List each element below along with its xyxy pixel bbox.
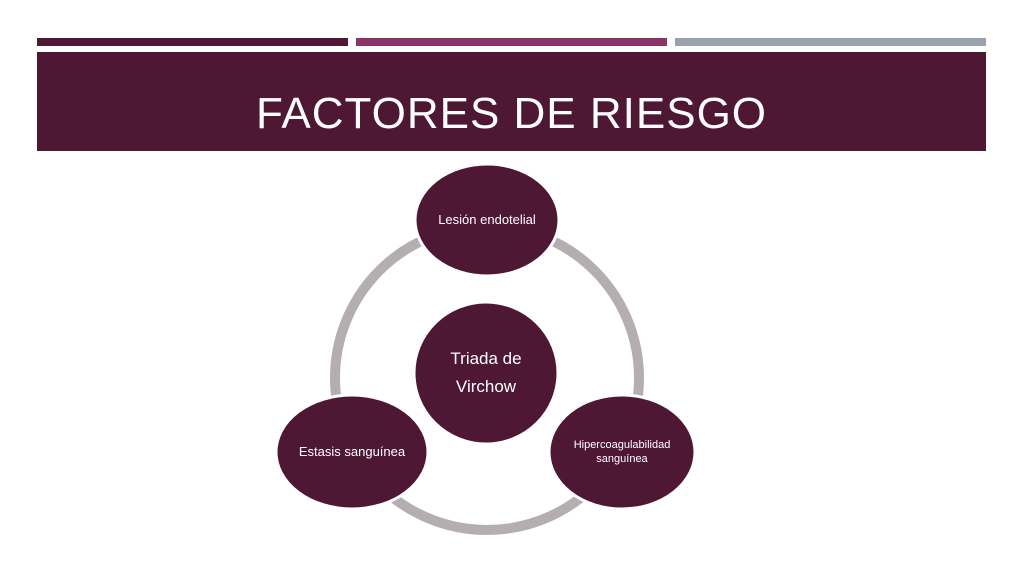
node-hiper-label-line1: Hipercoagulabilidad (573, 439, 671, 451)
center-label-line2: Virchow (455, 377, 517, 396)
node-lesion-label-wrap: Lesión endotelial (415, 164, 559, 276)
node-lesion-label: Lesión endotelial (438, 212, 536, 227)
header-stripe-dark (37, 38, 348, 46)
center-label-wrap: Triada de Virchow (414, 302, 558, 444)
node-hipercoagulabilidad (547, 393, 697, 511)
node-estasis-label-wrap: Estasis sanguínea (276, 395, 428, 509)
node-estasis (274, 393, 430, 511)
center-label-line1: Triada de (450, 349, 522, 368)
title-band: FACTORES DE RIESGO (37, 52, 986, 151)
node-hiper-label-line2: sanguínea (596, 453, 648, 465)
slide-title: FACTORES DE RIESGO (255, 88, 768, 138)
node-estasis-label: Estasis sanguínea (298, 444, 406, 459)
header-stripe-gray (675, 38, 986, 46)
node-lesion-endotelial (413, 162, 561, 278)
node-hiper-label-wrap: Hipercoagulabilidad sanguínea (549, 395, 695, 509)
header-stripe-accent (356, 38, 667, 46)
center-node (412, 300, 560, 446)
